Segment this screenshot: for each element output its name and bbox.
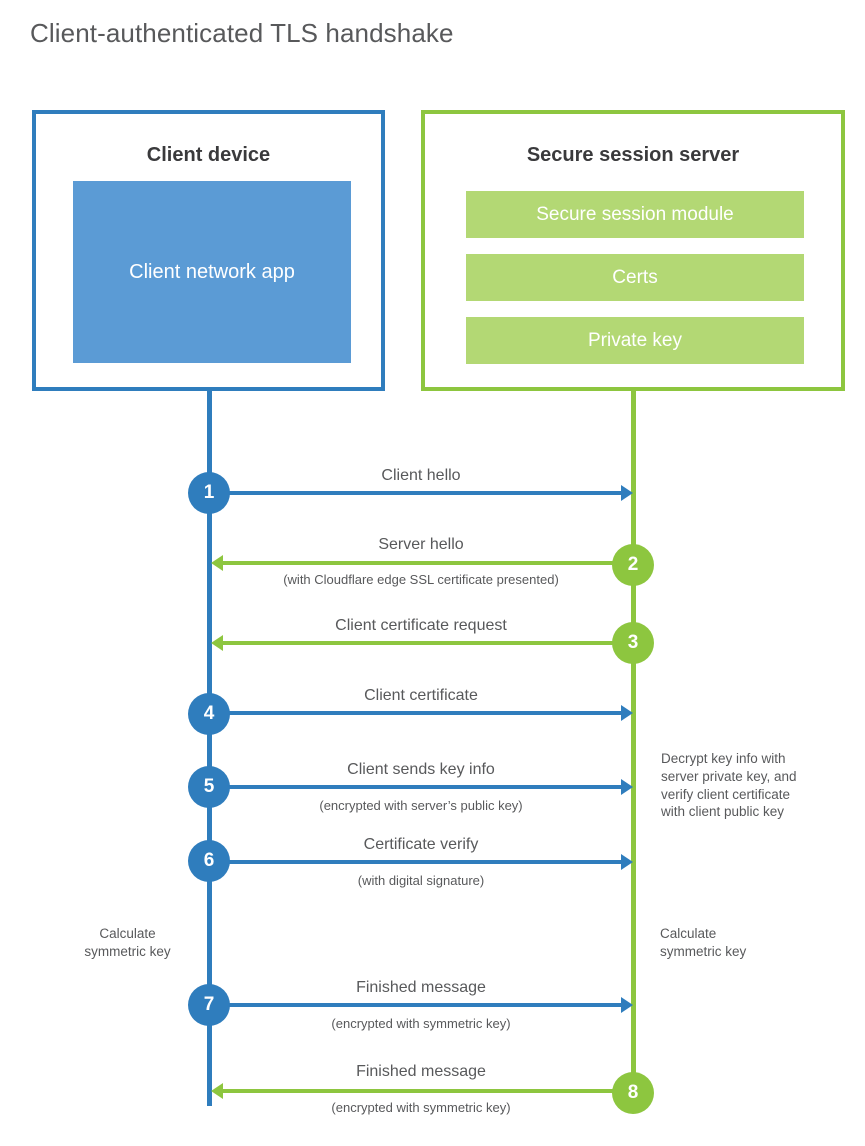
step-7-sublabel: (encrypted with symmetric key): [331, 1016, 511, 1031]
arrowhead-right-icon: [621, 997, 633, 1013]
step-3-label: Client certificate request: [335, 617, 507, 634]
server-component-certs: Certs: [466, 254, 804, 301]
step-marker-2: 2: [612, 544, 654, 586]
step-8-sublabel: (encrypted with symmetric key): [331, 1100, 511, 1115]
step-1-arrow: [210, 485, 633, 501]
arrowhead-left-icon: [211, 1083, 223, 1099]
server-decrypt-note: Decrypt key info with server private key…: [661, 751, 797, 820]
client-device-title: Client device: [146, 144, 271, 166]
step-4-label: Client certificate: [364, 687, 478, 704]
step-7-arrow: [210, 997, 633, 1013]
step-marker-6: 6: [188, 840, 230, 882]
arrowhead-right-icon: [621, 854, 633, 870]
step-6-label: Certificate verify: [363, 836, 479, 853]
client-device-box: Client device Client network app: [32, 110, 385, 391]
step-6-sublabel: (with digital signature): [357, 873, 485, 888]
step-marker-4: 4: [188, 693, 230, 735]
secure-session-server-title: Secure session server: [526, 144, 740, 166]
step-2-label: Server hello: [378, 536, 464, 553]
step-2-sublabel: (with Cloudflare edge SSL certificate pr…: [283, 572, 559, 587]
step-7-label: Finished message: [356, 979, 486, 996]
step-5-arrow: [210, 779, 633, 795]
arrowhead-left-icon: [211, 555, 223, 571]
step-8-label: Finished message: [356, 1063, 486, 1080]
server-calculate-symmetric-key-note: Calculate symmetric key: [660, 926, 747, 959]
step-marker-1: 1: [188, 472, 230, 514]
step-marker-3: 3: [612, 622, 654, 664]
step-8-arrow: [211, 1083, 622, 1099]
step-2-arrow: [211, 555, 622, 571]
secure-session-server-box: Secure session server Secure session mod…: [421, 110, 845, 391]
step-5-label: Client sends key info: [347, 761, 495, 778]
step-4-arrow: [210, 705, 633, 721]
server-component-secure-session-module: Secure session module: [466, 191, 804, 238]
client-lifeline: [207, 390, 212, 1106]
arrowhead-right-icon: [621, 779, 633, 795]
step-5-sublabel: (encrypted with server’s public key): [319, 798, 523, 813]
step-marker-7: 7: [188, 984, 230, 1026]
page-title: Client-authenticated TLS handshake: [30, 18, 454, 48]
arrowhead-left-icon: [211, 635, 223, 651]
step-3-arrow: [211, 635, 622, 651]
step-marker-5: 5: [188, 766, 230, 808]
step-1-label: Client hello: [381, 467, 461, 484]
arrowhead-right-icon: [621, 485, 633, 501]
arrowhead-right-icon: [621, 705, 633, 721]
server-lifeline: [631, 390, 636, 1096]
client-network-app-block: Client network app: [73, 181, 351, 363]
server-component-private-key: Private key: [466, 317, 804, 364]
client-calculate-symmetric-key-note: Calculate symmetric key: [84, 926, 171, 959]
step-marker-8: 8: [612, 1072, 654, 1114]
step-6-arrow: [210, 854, 633, 870]
